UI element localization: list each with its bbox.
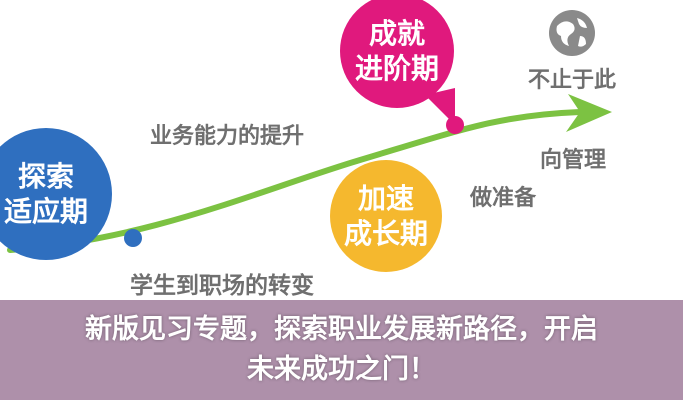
label-prepare: 做准备	[470, 186, 537, 211]
title-overlay: 新版见习专题，探索职业发展新路径，开启 未来成功之门！	[0, 300, 683, 400]
label-skill-growth: 业务能力的提升	[150, 124, 305, 149]
growth-curve	[7, 88, 612, 253]
label-beyond: 不止于此	[528, 68, 617, 93]
stage-explore-circle: 探索 适应期	[0, 128, 112, 260]
title-line-1: 新版见习专题，探索职业发展新路径，开启	[85, 314, 598, 345]
arrow-head-icon	[566, 94, 612, 132]
label-student-to-work: 学生到职场的转变	[130, 273, 314, 299]
stage-growth-circle: 加速 成长期	[330, 160, 442, 272]
label-toward-management: 向管理	[540, 148, 607, 173]
stage-achieve-circle: 成就 进阶期	[340, 0, 454, 108]
title-line-2: 未来成功之门！	[247, 354, 436, 385]
stage-dot-magenta	[446, 116, 464, 134]
globe-icon	[549, 10, 595, 56]
stage-dot-blue	[124, 229, 142, 247]
callout-pointer	[425, 88, 455, 125]
